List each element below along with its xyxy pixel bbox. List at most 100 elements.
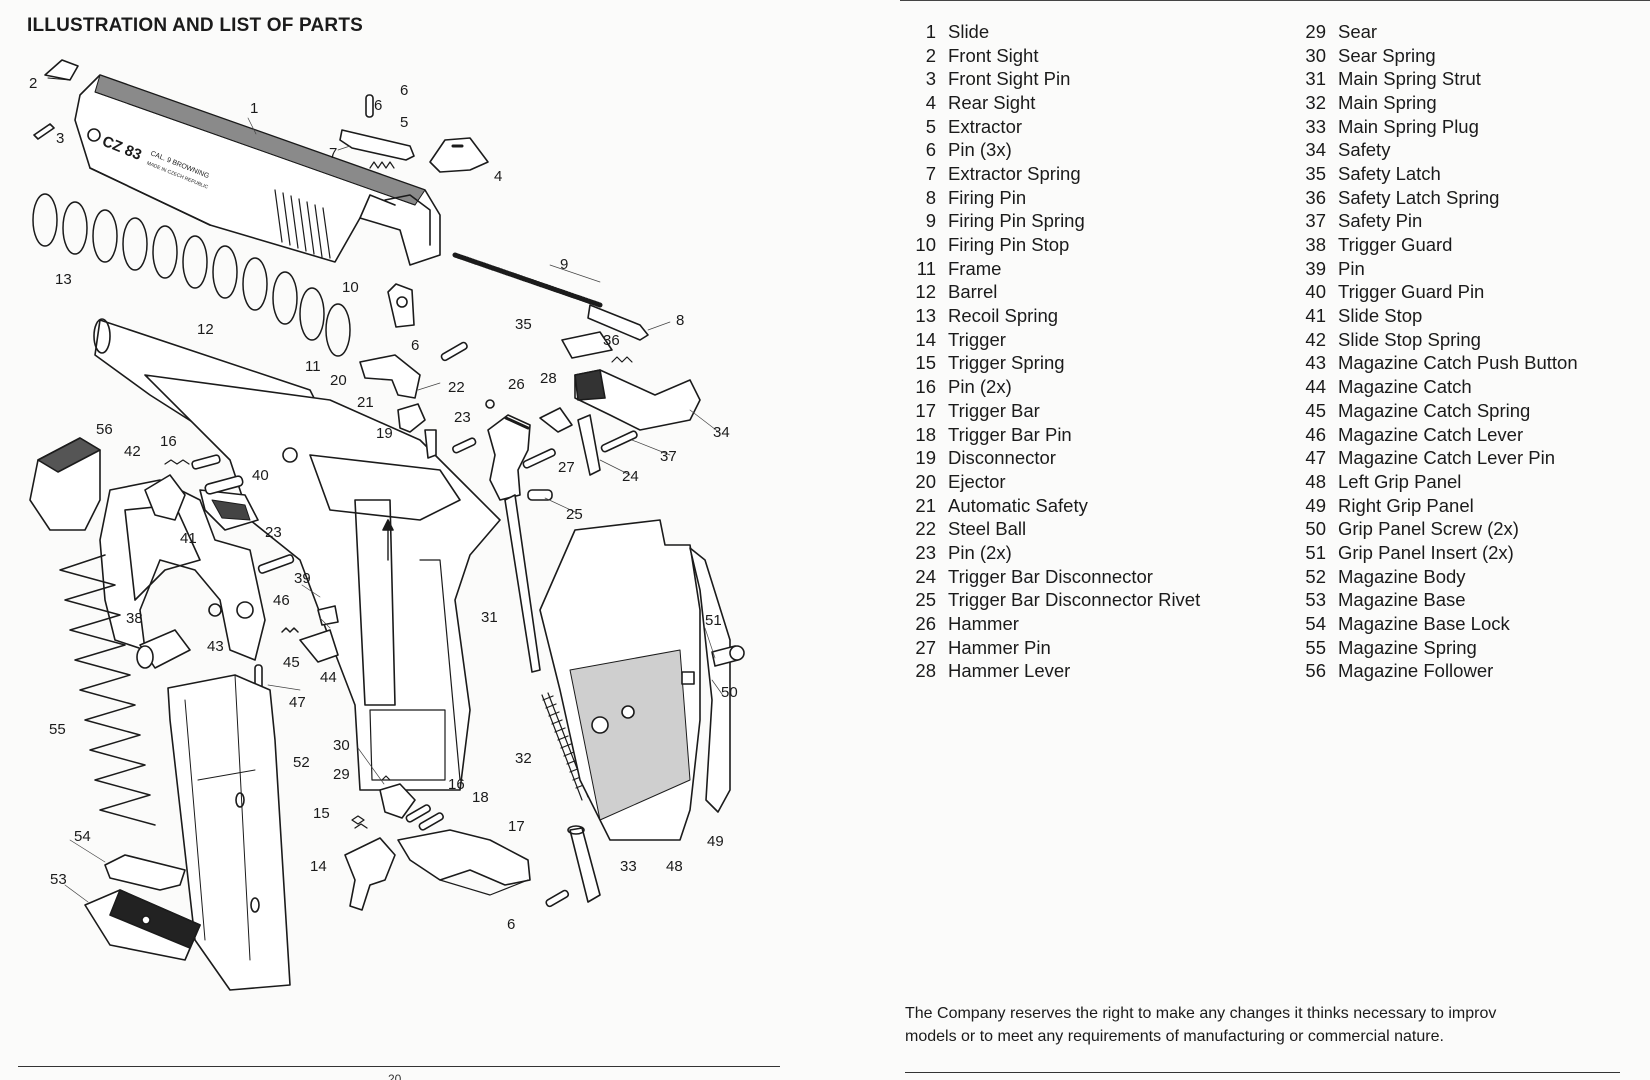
part-number: 37 <box>1305 210 1326 232</box>
callout-51: 51 <box>705 612 722 629</box>
part-steel-ball <box>485 399 495 409</box>
part-name: Safety Latch <box>1338 162 1441 184</box>
callout-8: 8 <box>676 312 684 329</box>
part-number: 15 <box>915 352 936 374</box>
part-name: Right Grip Panel <box>1338 494 1474 516</box>
callout-19: 19 <box>376 425 393 442</box>
callout-53: 53 <box>50 871 67 888</box>
part-trigger-bar-pin <box>418 812 444 831</box>
part-number: 30 <box>1305 44 1326 66</box>
part-name: Pin (3x) <box>948 139 1012 161</box>
part-name: Magazine Catch Lever <box>1338 423 1524 445</box>
part-number: 47 <box>1305 447 1326 469</box>
part-sear <box>379 783 416 819</box>
part-name: Grip Panel Screw (2x) <box>1338 518 1519 540</box>
part-magazine-body <box>167 674 291 991</box>
part-name: Magazine Base Lock <box>1338 613 1510 635</box>
part-right-grip-panel <box>689 547 731 813</box>
callout-11: 11 <box>305 358 321 375</box>
part-name: Trigger Guard <box>1338 234 1453 256</box>
part-number: 53 <box>1305 589 1326 611</box>
list-item: 37 Safety Pin <box>1300 210 1650 234</box>
part-firing-pin-spring <box>452 252 603 308</box>
part-name: Extractor <box>948 115 1023 137</box>
part-trigger-guard-pin <box>204 475 244 495</box>
callout-43: 43 <box>207 638 224 655</box>
callout-56: 56 <box>96 421 113 438</box>
left-page: ILLUSTRATION AND LIST OF PARTS <box>0 0 800 1080</box>
part-name: Trigger <box>948 328 1006 350</box>
list-item: 15 Trigger Spring <box>910 352 1290 376</box>
part-number: 35 <box>1305 162 1326 184</box>
part-name: Safety Pin <box>1338 210 1423 232</box>
part-pin-16a <box>191 454 221 470</box>
part-front-sight <box>44 59 79 81</box>
callout-7: 7 <box>329 145 337 162</box>
part-name: Rear Sight <box>948 91 1036 113</box>
callout-37: 37 <box>660 448 677 465</box>
part-left-grip-panel <box>539 519 701 841</box>
part-number: 31 <box>1305 68 1326 90</box>
part-slide <box>74 74 441 266</box>
part-number: 48 <box>1305 470 1326 492</box>
callout-24: 24 <box>622 468 639 485</box>
part-number: 3 <box>925 68 936 90</box>
part-number: 44 <box>1305 376 1326 398</box>
part-number: 40 <box>1305 281 1326 303</box>
callout-28: 28 <box>540 370 557 387</box>
callout-27: 27 <box>558 459 575 476</box>
part-name: Recoil Spring <box>948 305 1059 327</box>
part-name: Trigger Bar Pin <box>948 423 1072 445</box>
callout-17: 17 <box>508 818 525 835</box>
callout-48: 48 <box>666 858 683 875</box>
callout-40: 40 <box>252 467 269 484</box>
callout-1: 1 <box>250 100 258 117</box>
part-name: Trigger Spring <box>948 352 1065 374</box>
callout-25: 25 <box>566 506 583 523</box>
part-number: 12 <box>915 281 936 303</box>
part-number: 4 <box>925 91 936 113</box>
part-number: 9 <box>925 210 936 232</box>
callout-44: 44 <box>320 669 337 686</box>
part-name: Magazine Catch <box>1338 376 1472 398</box>
left-bottom-rule <box>18 1066 780 1067</box>
callout-6d: 6 <box>374 97 382 114</box>
part-number: 28 <box>915 660 936 682</box>
part-name: Steel Ball <box>948 518 1027 540</box>
callout-29: 29 <box>333 766 350 783</box>
callout-5: 5 <box>400 114 408 131</box>
page-number: 20 <box>388 1072 402 1080</box>
part-trigger-bar-disconnector <box>577 414 601 476</box>
part-name: Barrel <box>948 281 998 303</box>
part-name: Firing Pin Spring <box>948 210 1085 232</box>
part-ejector <box>359 354 421 399</box>
callout-20: 20 <box>330 372 347 389</box>
callout-16a: 16 <box>160 433 177 450</box>
part-disconnector <box>424 429 437 459</box>
part-number: 24 <box>915 565 936 587</box>
callout-23b: 23 <box>265 524 282 541</box>
callout-14: 14 <box>310 858 327 875</box>
part-name: Pin (2x) <box>948 541 1012 563</box>
callout-41: 41 <box>180 530 197 547</box>
callout-4: 4 <box>494 168 502 185</box>
part-number: 22 <box>915 518 936 540</box>
part-name: Magazine Follower <box>1338 660 1494 682</box>
part-name: Hammer Lever <box>948 660 1071 682</box>
disclaimer-line-2: models or to meet any requirements of ma… <box>905 1028 1444 1045</box>
part-name: Pin <box>1338 257 1365 279</box>
